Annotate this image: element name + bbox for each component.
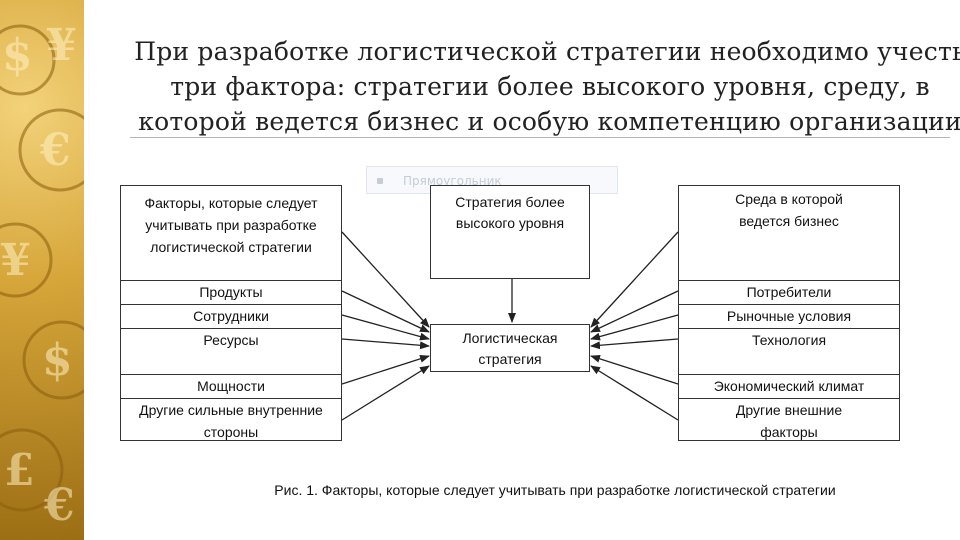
- ghost-label: Прямоугольник: [403, 174, 502, 188]
- left-factors-table: Факторы, которые следует учитывать при р…: [120, 185, 342, 441]
- arrow-left-products: [341, 290, 430, 333]
- arrow-left-capacity: [341, 354, 430, 385]
- right-item-market: Рыночные условия: [679, 304, 899, 328]
- currency-symbols-icon: $ € ¥ $ £ ¥ €: [0, 20, 84, 531]
- arrow-left-header: [341, 231, 430, 328]
- arrow-right-header: [590, 231, 679, 328]
- arrow-left-strengths: [341, 365, 430, 421]
- arrow-right-economy: [590, 354, 679, 385]
- left-item-staff: Сотрудники: [121, 304, 341, 328]
- svg-text:€: €: [43, 480, 75, 531]
- left-header: Факторы, которые следует учитывать при р…: [144, 195, 318, 255]
- right-item-consumers: Потребители: [679, 280, 899, 304]
- arrow-right-external: [590, 365, 679, 421]
- arrow-right-market: [590, 314, 679, 341]
- title-divider: [130, 137, 950, 138]
- left-item-capacity: Мощности: [121, 374, 341, 398]
- right-header: Среда в которой ведется бизнес: [735, 191, 843, 229]
- higher-strategy-label: Стратегия более высокого уровня: [455, 194, 565, 231]
- slide-title: При разработке логистической стратегии н…: [134, 37, 960, 136]
- right-factors-table: Среда в которой ведется бизнес Потребите…: [678, 185, 900, 441]
- higher-strategy-box: Стратегия более высокого уровня: [430, 185, 590, 279]
- bullet-icon: [377, 178, 383, 184]
- svg-text:¥: ¥: [0, 235, 31, 286]
- svg-text:¥: ¥: [46, 20, 77, 71]
- svg-text:$: $: [2, 30, 33, 81]
- right-item-technology: Технология: [679, 328, 899, 374]
- logistics-strategy-box: Логистическая стратегия: [430, 324, 590, 372]
- svg-text:£: £: [4, 445, 35, 496]
- figure-caption: Рис. 1. Факторы, которые следует учитыва…: [274, 482, 836, 498]
- arrow-right-technology: [590, 338, 679, 350]
- svg-text:$: $: [42, 335, 73, 386]
- logistics-strategy-label: Логистическая стратегия: [462, 330, 558, 367]
- currency-pattern-strip: $ € ¥ $ £ ¥ €: [0, 0, 84, 540]
- left-item-strengths: Другие сильные внутренние стороны: [121, 398, 341, 442]
- right-item-economy: Экономический климат: [679, 374, 899, 398]
- left-item-products: Продукты: [121, 280, 341, 304]
- arrow-right-consumers: [590, 290, 679, 333]
- left-item-resources: Ресурсы: [121, 328, 341, 374]
- right-item-external: Другие внешние факторы: [679, 398, 899, 442]
- arrow-left-staff: [341, 314, 430, 341]
- arrow-left-resources: [341, 338, 430, 350]
- svg-text:€: €: [39, 125, 71, 176]
